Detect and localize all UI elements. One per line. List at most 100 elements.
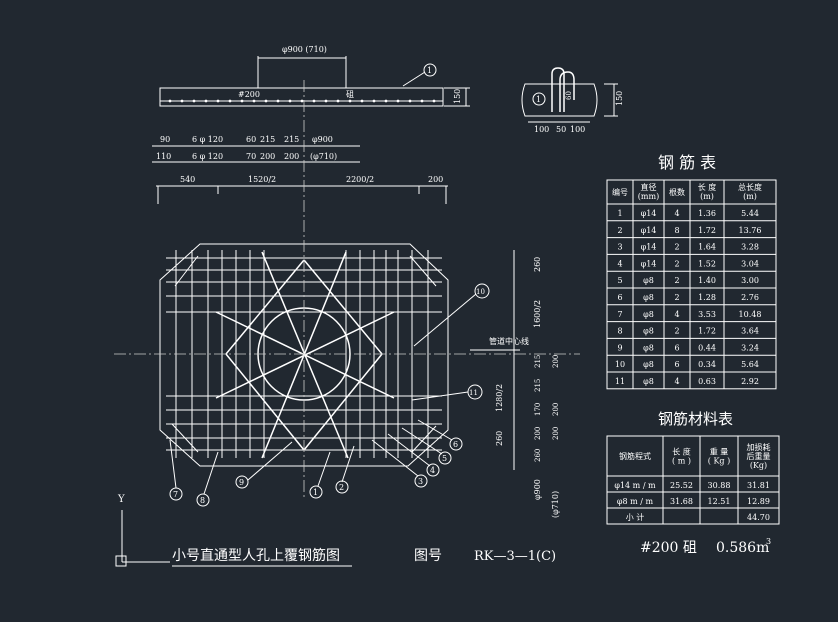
rebar-dot: [384, 99, 388, 103]
concrete-grade: #200 砠: [640, 540, 697, 556]
rdim-215a: 215: [534, 355, 542, 368]
rebar-cell: 2: [674, 243, 679, 252]
rebar-cell: φ8: [643, 343, 654, 352]
material-cell: 12.51: [708, 497, 731, 506]
ucs-icon: Y: [115, 494, 170, 567]
dim1-2: 60: [246, 135, 256, 144]
rebar-cell: 7: [617, 310, 622, 319]
rebar-dot: [420, 99, 424, 103]
detail-dim-1: 50: [556, 125, 566, 134]
rebar-cell: φ14: [641, 243, 657, 252]
rdim-200a: 200: [552, 355, 560, 368]
rebar-dot: [180, 99, 184, 103]
material-cell: 31.81: [747, 481, 770, 490]
rebar-cell: 2.76: [741, 293, 759, 302]
rebar-cell: φ8: [643, 276, 654, 285]
rebar-cell: 9: [617, 343, 622, 352]
detail-inner: 60: [565, 91, 573, 100]
rebar-dot: [372, 99, 376, 103]
rdim-260a: 260: [533, 257, 542, 272]
rdim-phi710: (φ710): [551, 491, 560, 518]
dim2-5: (φ710): [310, 152, 337, 161]
callout-1: 1: [313, 488, 318, 497]
plan-view: 管道中心线 260 1600/2 215 200 215 1280/2 170 …: [114, 80, 580, 518]
detail-dim-0: 100: [534, 125, 549, 134]
dim2-1: 6 φ 120: [192, 152, 223, 161]
rdim-200c: 200: [534, 427, 542, 440]
rebar-cell: 10.48: [739, 310, 762, 319]
rebar-dot: [216, 99, 220, 103]
rebar-cell: 5: [617, 276, 622, 285]
rebar-cell: 5.64: [741, 360, 759, 369]
rebar-cell: 1: [617, 209, 622, 218]
rebar-cell: 11: [615, 377, 625, 386]
section-view: φ900 (710) #200 砠 150 1: [159, 45, 470, 107]
rebar-cell: 8: [617, 327, 622, 336]
rebar-header-2: 根数: [669, 187, 685, 197]
detail-view: 1 60 150 100 50 100: [521, 67, 624, 134]
rebar-dot: [396, 99, 400, 103]
dim2-4: 200: [284, 152, 299, 161]
rebar-cell: 3.28: [741, 243, 759, 252]
material-header-3: 加损耗后重量(Kg): [747, 442, 771, 470]
rebar-cell: 0.34: [698, 360, 716, 369]
material-cell: 30.88: [708, 481, 731, 490]
dim2-3: 200: [260, 152, 275, 161]
rebar-header-3: 长 度(m): [698, 182, 717, 201]
rebar-cell: 3.00: [741, 276, 759, 285]
rebar-cell: 1.36: [698, 209, 716, 218]
material-header-2: 重 量( Kg ): [708, 447, 730, 466]
rebar-cell: 2: [674, 276, 679, 285]
rebar-cell: 3.24: [741, 343, 759, 352]
rebar-cell: φ14: [641, 209, 657, 218]
rdim-1280: 1280/2: [495, 384, 504, 412]
rebar-cell: 2.92: [741, 377, 759, 386]
rebar-cell: 3: [617, 243, 622, 252]
dim3-1: 1520/2: [248, 175, 276, 184]
rebar-cell: φ8: [643, 293, 654, 302]
dim1-0: 90: [160, 135, 170, 144]
callout-11: 11: [469, 389, 478, 397]
rebar-cell: 6: [674, 343, 679, 352]
rebar-table-title: 钢 筋 表: [658, 153, 716, 172]
rebar-cell: 1.52: [698, 259, 716, 268]
rebar-cell: 3.53: [698, 310, 716, 319]
section-diameter-label: φ900 (710): [282, 45, 327, 54]
detail-dim-2: 100: [570, 125, 585, 134]
callout-3: 3: [418, 477, 423, 486]
rebar-dot: [252, 99, 256, 103]
rebar-cell: 2: [617, 226, 622, 235]
dim2-2: 70: [246, 152, 256, 161]
rebar-dot: [408, 99, 412, 103]
rebar-cell: 2: [674, 327, 679, 336]
dim1-4: 215: [284, 135, 299, 144]
material-cell: 31.68: [670, 497, 693, 506]
rebar-cell: 6: [617, 293, 622, 302]
drawing-title: 小号直通型人孔上覆钢筋图: [172, 547, 340, 564]
rebar-cell: 4: [674, 310, 679, 319]
rebar-cell: 8: [674, 226, 679, 235]
rebar-header-4: 总长度(m): [738, 182, 762, 201]
concrete-volume-exp: 3: [766, 537, 771, 546]
material-table-title: 钢筋材料表: [658, 410, 733, 428]
dim1-5: φ900: [312, 135, 333, 144]
callout-2: 2: [339, 483, 344, 492]
rebar-cell: 0.44: [698, 343, 716, 352]
rebar-dot: [168, 99, 172, 103]
rdim-phi900: φ900: [533, 479, 542, 500]
rebar-dot: [336, 99, 340, 103]
rebar-cell: φ8: [643, 327, 654, 336]
rdim-200b: 200: [552, 403, 560, 416]
rebar-cell: φ8: [643, 377, 654, 386]
rebar-dot: [324, 99, 328, 103]
callout-8: 8: [200, 496, 205, 505]
material-cell: 25.52: [670, 481, 693, 490]
rdim-260c: 260: [534, 449, 542, 462]
rebar-cell: 4: [617, 259, 622, 268]
rdim-260b: 260: [495, 431, 504, 446]
rebar-header-1: 直径(mm): [638, 182, 659, 201]
rebar-dot: [264, 99, 268, 103]
section-grade-left: #200: [238, 90, 260, 99]
rebar-cell: 6: [674, 360, 679, 369]
dim2-0: 110: [156, 152, 171, 161]
